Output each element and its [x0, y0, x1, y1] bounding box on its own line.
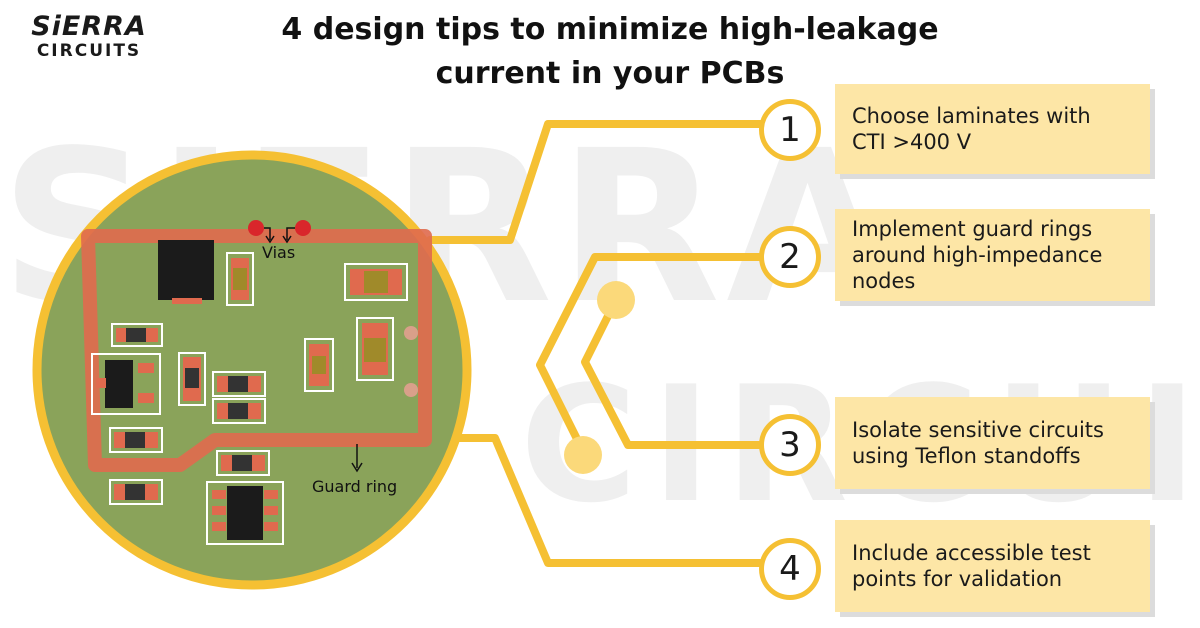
component-r7 — [109, 427, 163, 453]
title-line1: 4 design tips to minimize high-leakage — [281, 12, 939, 47]
vias-arrowhead-left — [265, 235, 275, 244]
component-r9 — [109, 479, 163, 505]
component-r5 — [212, 371, 266, 397]
vias-arrowhead-right — [282, 235, 292, 244]
connector-1 — [426, 120, 764, 244]
tip-4-line2: points for validation — [852, 567, 1063, 591]
via-right — [295, 220, 311, 236]
connector-dot-lower — [564, 436, 602, 474]
component-r2 — [304, 338, 334, 392]
page-title: 4 design tips to minimize high-leakage c… — [240, 8, 980, 96]
component-r4 — [178, 352, 206, 406]
component-r8 — [216, 450, 270, 476]
tip-box-2: Implement guard rings around high-impeda… — [835, 209, 1150, 301]
tip-box-1: Choose laminates with CTI >400 V — [835, 84, 1150, 174]
vias-arrow-left — [264, 227, 271, 240]
via-mid-2 — [404, 383, 418, 397]
logo: SiERRA CIRCUITS — [14, 11, 164, 61]
tip-2-line1: Implement guard rings — [852, 217, 1093, 241]
connector-lines — [426, 120, 764, 567]
tip-number-3: 3 — [759, 414, 821, 476]
component-r3 — [111, 323, 163, 347]
via-left — [248, 220, 264, 236]
connector-4 — [426, 434, 764, 567]
component-c1 — [344, 263, 408, 301]
ic-large — [158, 240, 214, 300]
tip-2-line2: around high-impedance — [852, 243, 1103, 267]
tip-number-2: 2 — [759, 226, 821, 288]
guard-ring — [81, 229, 432, 472]
tip-3-line2: using Teflon standoffs — [852, 444, 1081, 468]
logo-bottom: CIRCUITS — [36, 41, 142, 61]
component-transistor — [91, 353, 161, 415]
board-outline — [32, 150, 472, 590]
component-soic — [206, 481, 284, 545]
guard-ring-arrowhead — [351, 462, 363, 473]
tip-1-line1: Choose laminates with — [852, 104, 1091, 128]
tip-number-4: 4 — [759, 538, 821, 600]
component-r1 — [226, 252, 254, 306]
ic-large-pad — [172, 298, 202, 304]
logo-top: SiERRA — [31, 11, 147, 42]
vias-label: Vias — [262, 243, 295, 262]
tip-1-line2: CTI >400 V — [852, 130, 972, 154]
connector-2-3 — [536, 253, 764, 459]
component-c2 — [356, 317, 394, 381]
tip-3-line1: Isolate sensitive circuits — [852, 418, 1104, 442]
component-r6 — [212, 398, 266, 424]
connector-dot-upper — [597, 281, 635, 319]
pcb-board: Vias — [32, 150, 472, 590]
title-line2: current in your PCBs — [435, 56, 785, 91]
tip-box-3: Isolate sensitive circuits using Teflon … — [835, 397, 1150, 489]
tip-box-4: Include accessible test points for valid… — [835, 520, 1150, 612]
tip-2-line3: nodes — [852, 269, 916, 293]
vias-arrow-right — [286, 227, 295, 240]
via-mid-1 — [404, 326, 418, 340]
tip-number-1: 1 — [759, 99, 821, 161]
tip-4-line1: Include accessible test — [852, 541, 1091, 565]
guard-ring-label: Guard ring — [312, 477, 397, 496]
